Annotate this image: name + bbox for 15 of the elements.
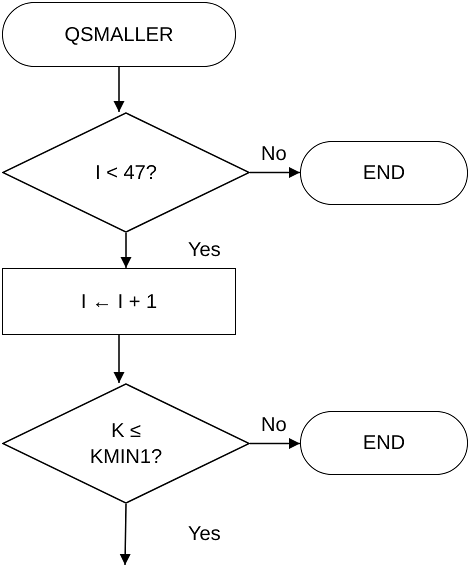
arrow <box>120 233 132 268</box>
node-text: K ≤ KMIN1? <box>88 418 164 470</box>
arrow <box>114 335 124 383</box>
node-text: I < 47? <box>95 160 157 186</box>
decision-diamond <box>2 383 250 504</box>
node-text: QSMALLER <box>64 22 174 48</box>
arrow <box>250 438 300 449</box>
arrow <box>250 167 300 178</box>
node-text: I ← I + 1 <box>80 290 158 314</box>
process-box <box>2 268 236 335</box>
arrow <box>114 67 124 112</box>
arrow <box>120 504 131 566</box>
node-text: END <box>362 161 406 186</box>
node-text: END <box>362 431 406 456</box>
decision-diamond <box>2 112 250 233</box>
